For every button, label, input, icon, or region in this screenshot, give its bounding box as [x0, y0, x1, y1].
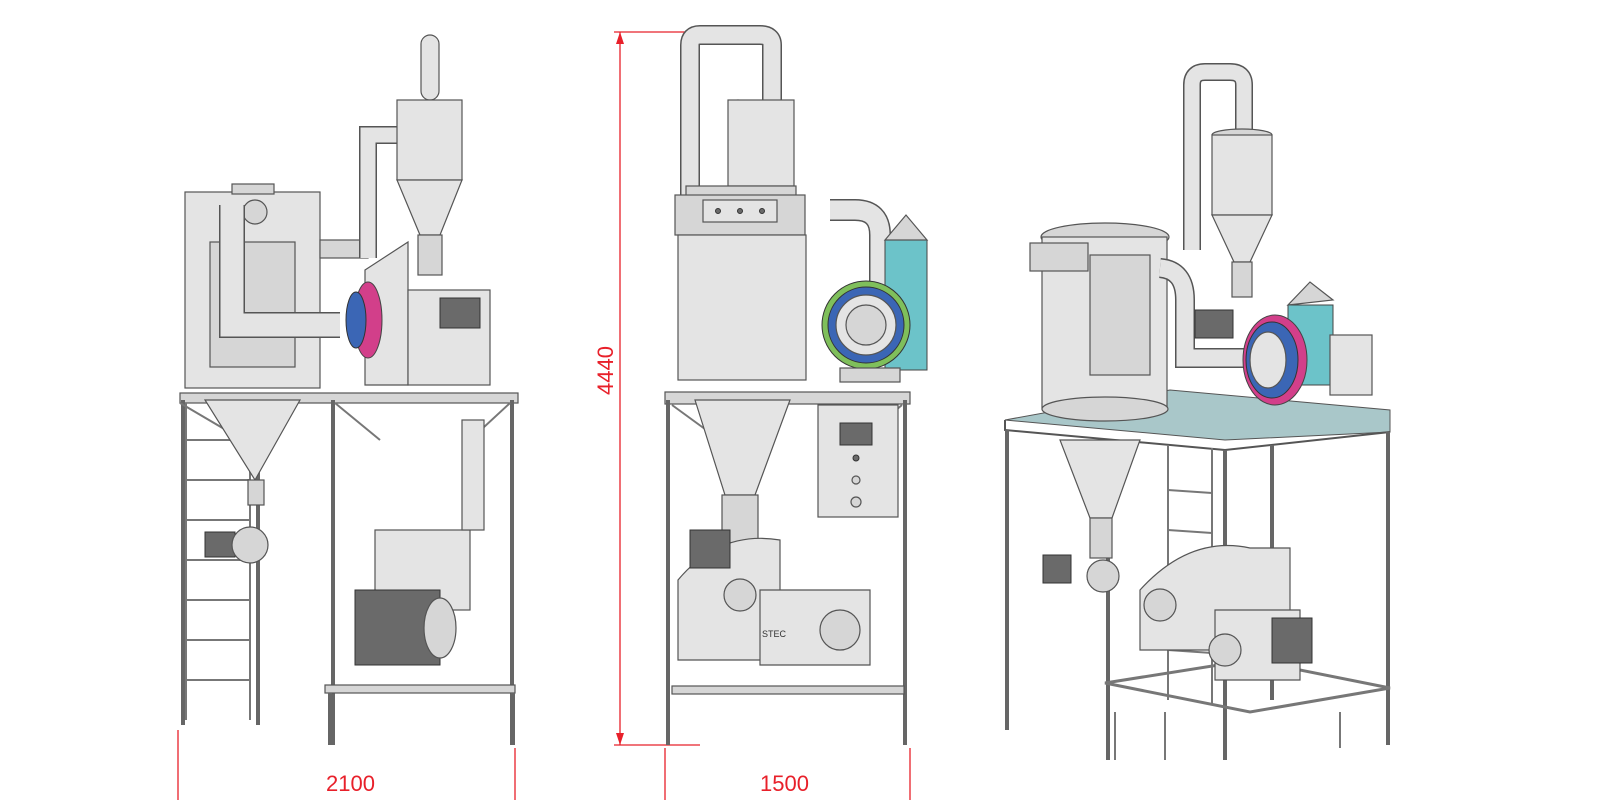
- front-view: 4440: [593, 25, 929, 800]
- dimension-width-center: 1500: [664, 748, 911, 800]
- isometric-cyclone: [1211, 128, 1273, 298]
- mill-logo: STEC: [762, 629, 787, 639]
- isometric-pipes: [1158, 63, 1253, 368]
- front-view-blower: [821, 199, 929, 383]
- isometric-fan: [1194, 281, 1373, 406]
- isometric-lower-frame: [1104, 658, 1391, 760]
- dimension-width-center-label: 1500: [760, 771, 809, 796]
- side-view-cyclone: [396, 34, 463, 276]
- side-view-fan: [345, 240, 491, 386]
- side-view-frame: [179, 392, 519, 745]
- side-view-filter-housing: [184, 183, 321, 564]
- isometric-view: [1004, 63, 1391, 760]
- dimension-height: 4440: [593, 31, 700, 746]
- dimension-height-label: 4440: [593, 346, 618, 395]
- side-view-ducts: [219, 126, 400, 338]
- dimension-width-left-label: 2100: [326, 771, 375, 796]
- isometric-mill: [1139, 544, 1313, 681]
- side-view: 2100: [177, 34, 519, 800]
- dimension-width-left: 2100: [177, 730, 516, 800]
- front-view-mill: STEC: [677, 529, 871, 666]
- isometric-filter-housing: [1029, 222, 1170, 593]
- control-panel: [817, 404, 899, 518]
- side-view-mill: [354, 419, 485, 666]
